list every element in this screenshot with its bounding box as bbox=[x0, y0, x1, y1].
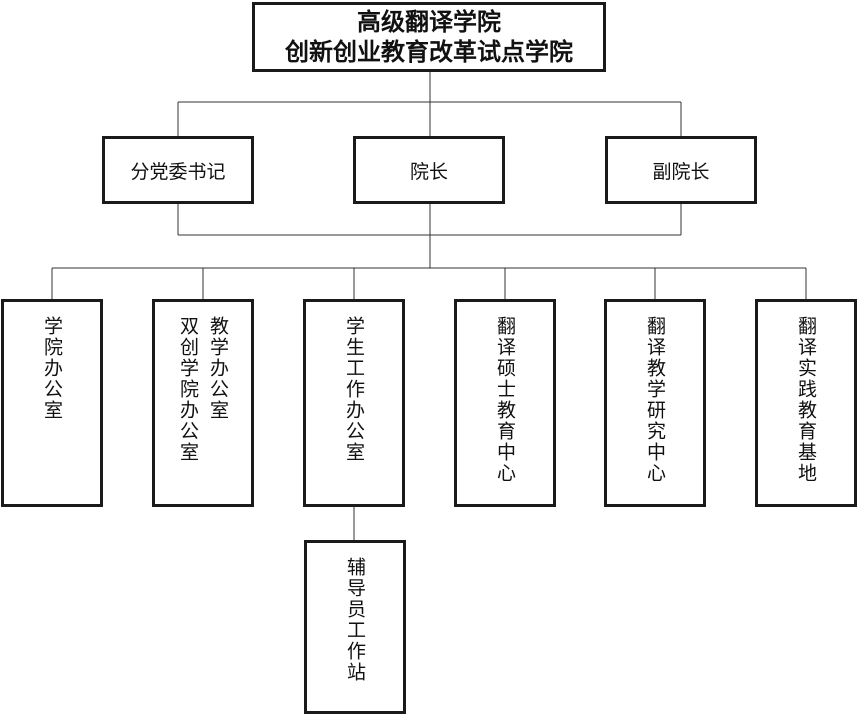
student-affairs-office-label: 学生工作办公室 bbox=[343, 316, 365, 463]
college-name: 高级翻译学院 bbox=[357, 8, 501, 36]
mti-center-label: 翻译硕士教育中心 bbox=[494, 316, 516, 484]
college-title-box: 高级翻译学院 创新创业教育改革试点学院 bbox=[252, 2, 606, 72]
party-secretary-box: 分党委书记 bbox=[102, 136, 254, 204]
party-secretary-label: 分党委书记 bbox=[130, 160, 226, 183]
dean-label: 院长 bbox=[409, 160, 448, 183]
translation-practice-base-label: 翻译实践教育基地 bbox=[795, 316, 817, 484]
innovation-office-label: 双创学院办公室 bbox=[177, 316, 199, 463]
translation-practice-base-box: 翻译实践教育基地 bbox=[755, 299, 857, 507]
student-affairs-office-box: 学生工作办公室 bbox=[303, 299, 405, 507]
translation-teaching-research-center-label: 翻译教学研究中心 bbox=[644, 316, 666, 484]
translation-teaching-research-center-box: 翻译教学研究中心 bbox=[604, 299, 706, 507]
counselor-station-label: 辅导员工作站 bbox=[344, 557, 366, 683]
dean-box: 院长 bbox=[353, 136, 505, 204]
college-subtitle: 创新创业教育改革试点学院 bbox=[285, 38, 573, 66]
college-office-label: 学院办公室 bbox=[41, 316, 63, 421]
teaching-innovation-office-box: 双创学院办公室 教学办公室 bbox=[152, 299, 254, 507]
counselor-station-box: 辅导员工作站 bbox=[304, 540, 406, 714]
mti-center-box: 翻译硕士教育中心 bbox=[454, 299, 556, 507]
vice-dean-box: 副院长 bbox=[605, 136, 757, 204]
vice-dean-label: 副院长 bbox=[652, 160, 710, 183]
college-office-box: 学院办公室 bbox=[1, 299, 103, 507]
teaching-office-label: 教学办公室 bbox=[207, 316, 229, 421]
